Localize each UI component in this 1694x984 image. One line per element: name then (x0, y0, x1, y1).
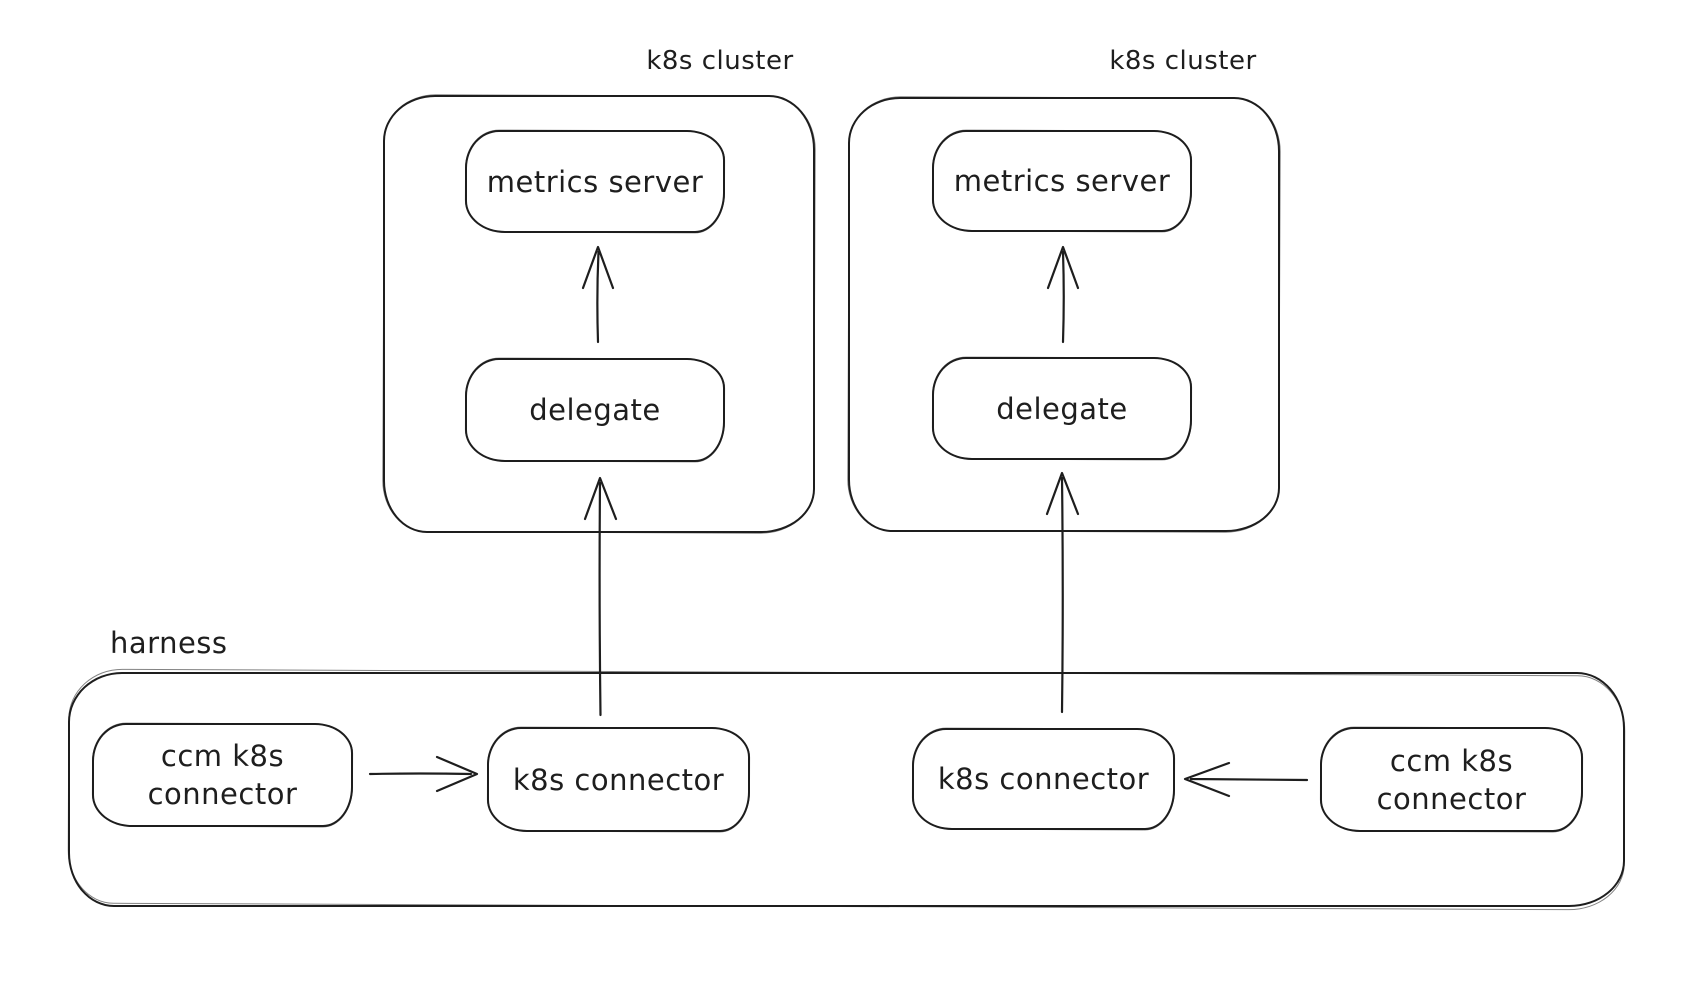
cluster-label-left: k8s cluster (646, 46, 794, 76)
k8s-connector-box-right: k8s connector (912, 728, 1175, 830)
metrics-server-label-right: metrics server (953, 164, 1171, 198)
k8s-connector-label-right: k8s connector (937, 762, 1150, 796)
ccm-k8s-connector-label-left: ccm k8s connector (147, 739, 298, 811)
metrics-server-box-right: metrics server (932, 130, 1192, 232)
delegate-label-right: delegate (996, 391, 1128, 426)
k8s-cluster-box-left (383, 95, 815, 533)
cluster-label-right: k8s cluster (1109, 46, 1257, 76)
metrics-server-box-left: metrics server (465, 130, 725, 233)
ccm-k8s-connector-box-right: ccm k8s connector (1320, 727, 1583, 832)
ccm-k8s-connector-label-right: ccm k8s connector (1376, 743, 1527, 816)
k8s-connector-box-left: k8s connector (487, 727, 750, 832)
harness-label: harness (110, 626, 228, 660)
metrics-server-label-left: metrics server (486, 164, 704, 199)
k8s-connector-label-left: k8s connector (512, 762, 725, 797)
harness-box (68, 672, 1625, 907)
delegate-box-right: delegate (932, 357, 1192, 460)
k8s-cluster-box-right (848, 97, 1280, 532)
ccm-k8s-connector-box-left: ccm k8s connector (92, 723, 353, 827)
delegate-label-left: delegate (529, 393, 661, 427)
delegate-box-left: delegate (465, 358, 725, 462)
